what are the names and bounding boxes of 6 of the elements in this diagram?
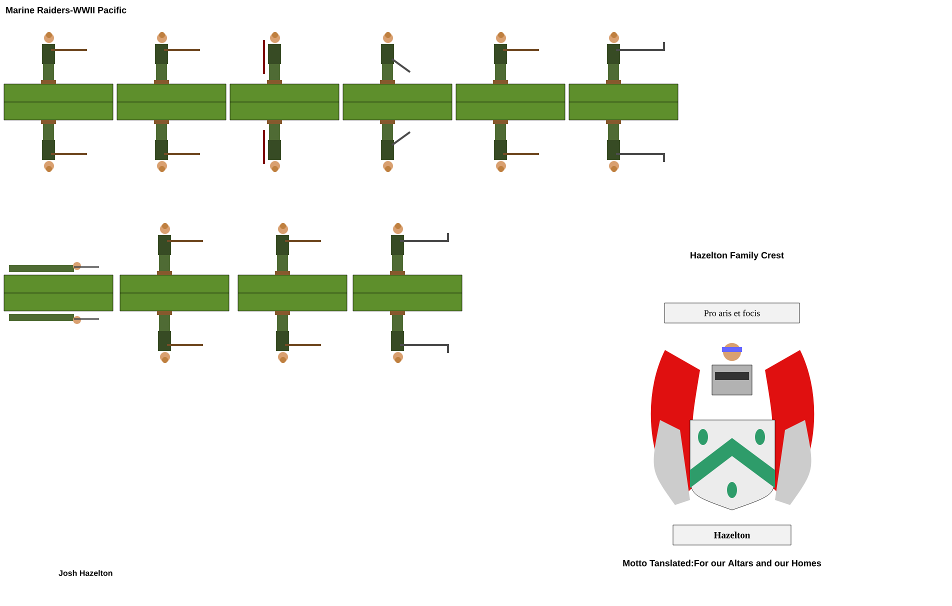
motto-note: Motto Tanslated:For our Altars and our Homes [623,560,822,566]
heading: Hazelton Family Crest [690,252,784,260]
title: Marine Raiders-WWII Pacific [6,6,126,14]
scroll-banner: Pro aris et focis [664,302,800,324]
scroll-banner: Hazelton [672,524,792,546]
author-note: Josh Hazelton [58,570,112,576]
